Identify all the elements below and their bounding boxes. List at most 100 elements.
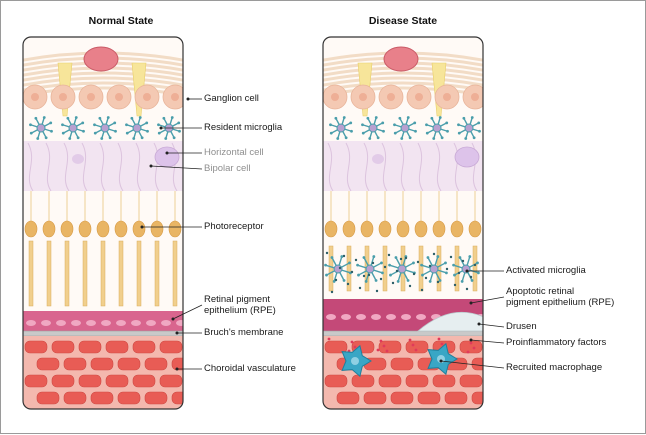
choroidal-vessel xyxy=(63,357,87,371)
resident-microglia xyxy=(400,123,410,133)
label-bipolar-cell: Bipolar cell xyxy=(204,163,251,174)
resident-microglia-tip xyxy=(81,121,85,125)
resident-microglia-tip xyxy=(132,137,136,140)
choroidal-vessel xyxy=(51,340,75,354)
ganglion-nucleus xyxy=(387,93,395,101)
leader-bipolar xyxy=(150,165,203,170)
ganglion-nucleus xyxy=(115,93,123,101)
activated-microglia-tip xyxy=(426,256,430,259)
activated-microglia-tip xyxy=(444,261,447,265)
label-apoptotic-rpe: Apoptotic retinal pigment epithelium (RP… xyxy=(506,286,615,308)
photoreceptor-nucleus xyxy=(414,220,428,238)
photoreceptor-nucleus xyxy=(150,220,164,238)
activated-microglia-tip xyxy=(428,280,432,283)
photoreceptor-segment xyxy=(118,240,124,307)
rpe-nucleus xyxy=(161,320,171,326)
resident-microglia-tip xyxy=(108,136,112,140)
proinflammatory-factor xyxy=(382,344,386,348)
photoreceptor-nucleus xyxy=(396,220,410,238)
activated-microglia-tip xyxy=(458,256,462,259)
resident-microglia-tip xyxy=(400,137,404,140)
photoreceptor-segment xyxy=(454,245,460,292)
inflammatory-particle xyxy=(412,272,416,276)
ganglion-nucleus xyxy=(87,93,95,101)
rpe-nucleus xyxy=(101,320,111,326)
rpe-nucleus xyxy=(131,320,141,326)
ganglion-nucleus xyxy=(443,93,451,101)
leader-proinflammatory-dot xyxy=(469,338,473,342)
bipolar-dendrite xyxy=(63,142,70,192)
bipolar-dendrite xyxy=(117,142,124,192)
normal-state-title: Normal State xyxy=(88,15,154,27)
bipolar-dendrite xyxy=(381,142,388,192)
photoreceptor-nucleus xyxy=(450,220,464,238)
label-horizontal-cell: Horizontal cell xyxy=(204,147,264,158)
choroidal-vessel xyxy=(105,374,129,388)
resident-microglia-tip xyxy=(334,116,338,120)
rpe-nucleus xyxy=(371,314,381,320)
blood-vessel xyxy=(383,46,419,72)
horizontal-cell xyxy=(454,146,480,168)
choroidal-vessel xyxy=(90,391,114,405)
choroidal-vessel xyxy=(78,374,102,388)
choroidal-vessel xyxy=(171,357,183,371)
choroidal-vessel xyxy=(390,391,414,405)
disease-panel-border xyxy=(322,36,484,410)
resident-microglia-tip xyxy=(44,136,48,140)
resident-microglia xyxy=(68,123,78,133)
inflammatory-particle xyxy=(375,289,379,293)
leader-drusen-dot xyxy=(477,322,481,326)
label-recruited-macrophage: Recruited macrophage xyxy=(506,362,603,373)
resident-microglia-tip xyxy=(34,116,38,120)
inflammatory-particle xyxy=(449,255,453,259)
activated-microglia-tip xyxy=(394,256,398,259)
resident-microglia-tip xyxy=(164,137,168,140)
rpe-nucleus xyxy=(41,320,51,326)
activated-microglia-tip xyxy=(438,279,442,282)
inflammatory-particle xyxy=(383,265,387,269)
photoreceptor-nucleus xyxy=(342,220,356,238)
resident-microglia-tip xyxy=(157,131,161,135)
inflammatory-particle xyxy=(465,287,469,291)
resident-microglia-tip xyxy=(398,116,402,120)
resident-microglia xyxy=(336,123,346,133)
choroidal-vessel xyxy=(471,357,483,371)
choroidal-vessel xyxy=(171,391,183,405)
activated-microglia-tip xyxy=(420,263,423,267)
resident-microglia-tip xyxy=(61,131,65,135)
resident-microglia xyxy=(100,123,110,133)
inflammatory-particle xyxy=(457,271,461,275)
inflammatory-particle xyxy=(391,281,395,285)
photoreceptor-nucleus xyxy=(360,220,374,238)
activated-microglia-tip xyxy=(460,280,464,283)
activated-microglia xyxy=(429,264,439,274)
disease-state-panel xyxy=(323,37,483,409)
proinflammatory-factor xyxy=(379,339,383,343)
activated-microglia-tip xyxy=(357,273,360,277)
photoreceptor-nucleus xyxy=(114,220,128,238)
resident-microglia-tip xyxy=(93,123,96,127)
photoreceptor-segment xyxy=(154,240,160,307)
resident-microglia-tip xyxy=(113,121,117,125)
normal-panel-border xyxy=(22,36,184,410)
inflammatory-particle xyxy=(436,280,440,284)
choroidal-vessel xyxy=(117,357,141,371)
choroidal-vessel xyxy=(417,391,441,405)
inflammatory-particle xyxy=(461,259,465,263)
resident-microglia-tip xyxy=(440,136,444,140)
resident-microglia-tip xyxy=(381,121,385,125)
leader-drusen xyxy=(478,323,505,328)
activated-microglia-tip xyxy=(436,255,440,258)
activated-microglia-tip xyxy=(348,261,351,265)
inflammatory-particle xyxy=(350,270,354,274)
resident-microglia-tip xyxy=(68,137,72,140)
rpe-nucleus xyxy=(356,314,366,320)
bipolar-dendrite xyxy=(453,142,460,192)
choroidal-vessel xyxy=(51,374,75,388)
inflammatory-particle xyxy=(432,252,436,256)
label-ganglion-cell: Ganglion cell xyxy=(204,93,259,104)
resident-microglia-tip xyxy=(368,137,372,140)
rpe-nucleus xyxy=(86,320,96,326)
leader-macrophage xyxy=(440,360,505,369)
bipolar-dendrite xyxy=(153,142,160,192)
